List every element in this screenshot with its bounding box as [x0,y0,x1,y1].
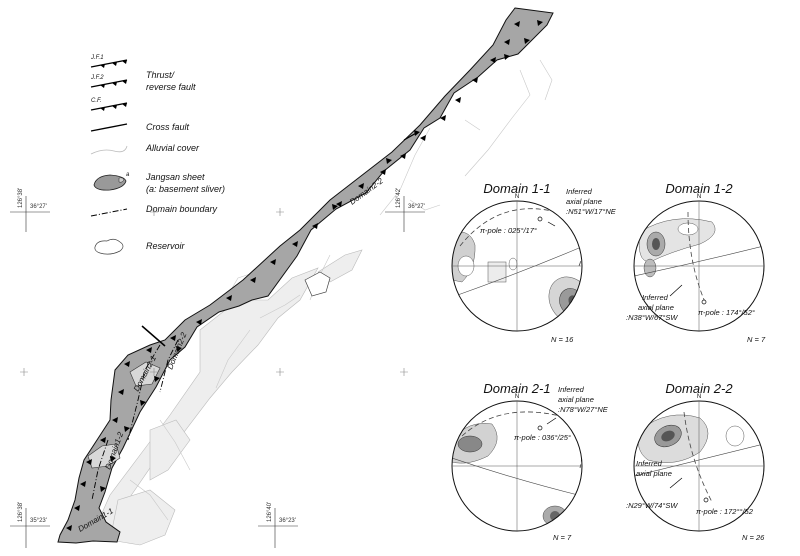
legend-reservoir-symbol [94,238,124,255]
stereonet-domain-1-1: Domain 1-1 N Inferred axial plane :N51°W… [451,181,617,344]
coordinate-tick-2: 126°42' 36°27' [385,188,425,232]
legend-domain-boundary-label: Domain boundary [146,204,218,214]
stereonet-title: Domain 2-1 [483,381,550,396]
legend-jangsan-symbol [93,174,127,191]
legend: J.F.1 J.F.2 C.F. Thrust/ reverse fault C… [90,55,225,255]
north-label: N [697,394,701,400]
axial-plane-line-2: axial plane [566,197,602,206]
basement-sliver-2 [129,361,161,387]
domain-boundaries [91,339,179,501]
north-label: N [697,194,701,200]
stereonet-domain-1-2: Domain 1-2 N Inferred axial plane :N38°W… [626,181,766,344]
coord-3-lon: 126°38' [18,502,24,522]
legend-jf2-symbol: J.F.2 [90,75,128,88]
north-label: N [515,394,519,400]
stereonet-domain-2-2: Domain 2-2 N Inferred axial plane :N29°W… [626,381,765,542]
sample-count: N = 26 [742,533,765,542]
legend-thrust-label-1: Thrust/ [146,70,176,80]
legend-thrust-label-2: reverse fault [146,82,196,92]
legend-jf2-label: J.F.2 [90,75,104,81]
legend-domain-boundary-line [90,208,128,217]
sample-count: N = 16 [551,335,574,344]
axial-plane-line-3: :N29°W/74°SW [626,501,678,510]
cross-fault-2 [403,131,419,141]
thrust-fault-teeth [66,20,543,531]
coord-1-lon: 126°38' [18,188,24,208]
legend-jf1-symbol: J.F.1 [90,55,128,68]
legend-alluvial-line [90,145,128,155]
reservoir [304,271,331,297]
alluvial-cover [89,249,363,546]
legend-jf1-label: J.F.1 [90,55,104,61]
legend-cf-label: C.F. [91,98,102,104]
sample-count: N = 7 [747,335,766,344]
pi-pole-label: π-pole : 172°°/52 [696,507,754,516]
legend-reservoir-label: Reservoir [146,241,186,251]
stereonet-title: Domain 1-2 [665,181,733,196]
legend-jangsan-label-2: (a: basement sliver) [146,184,225,194]
stereonet-domain-2-1: Domain 2-1 N Inferred axial plane :N78°W… [451,381,609,542]
coord-1-lat: 36°27' [30,204,47,210]
grid-crosses [20,208,408,376]
pi-pole-label: π-pole : 025°/17° [480,226,537,235]
axial-plane-line-1: Inferred [558,385,585,394]
coord-4-lon: 126°40' [267,502,273,522]
legend-sliver-label: a [126,172,130,178]
axial-plane-line-1: Inferred [636,459,663,468]
legend-alluvial-label: Alluvial cover [145,143,200,153]
coord-3-lat: 35°23' [30,518,47,524]
legend-cf-symbol: C.F. [90,98,128,111]
axial-plane-line-1: Inferred [642,293,669,302]
sample-count: N = 7 [553,533,572,542]
stereonet-title: Domain 2-2 [665,381,733,396]
axial-plane-line-3: :N38°W/67°SW [626,313,678,322]
pi-pole-label: π-pole : 174°/52° [698,308,755,317]
coord-2-lat: 36°27' [408,204,425,210]
coordinate-tick-4: 126°40' 36°23' [258,502,298,548]
cross-fault [141,325,166,347]
geologic-map: Domain2-2 Domain2-2 Domain2-1 Domain1-2 … [10,7,554,548]
pi-pole-label: π-pole : 036°/25° [514,433,571,442]
basement-sliver [87,443,121,469]
coordinate-tick-3: 126°38' 35°23' [10,502,50,548]
axial-plane-line-3: :N78°W/27°NE [558,405,609,414]
coord-4-lat: 36°23' [279,518,296,524]
axial-plane-line-2: axial plane [638,303,674,312]
coordinate-tick-1: 126°38' 36°27' [10,188,50,232]
jangsan-sheet [57,7,554,544]
axial-plane-line-1: Inferred [566,187,593,196]
axial-plane-line-2: axial plane [636,469,672,478]
legend-jangsan-label-1: Jangsan sheet [145,172,205,182]
legend-sliver-symbol [118,177,125,183]
stereonet-title: Domain 1-1 [483,181,550,196]
legend-cross-fault-line [90,123,128,132]
north-label: N [515,194,519,200]
coord-2-lon: 126°42' [396,188,402,208]
legend-cross-fault-label: Cross fault [146,122,190,132]
axial-plane-line-3: :N51°W/17°NE [566,207,617,216]
axial-plane-line-2: axial plane [558,395,594,404]
